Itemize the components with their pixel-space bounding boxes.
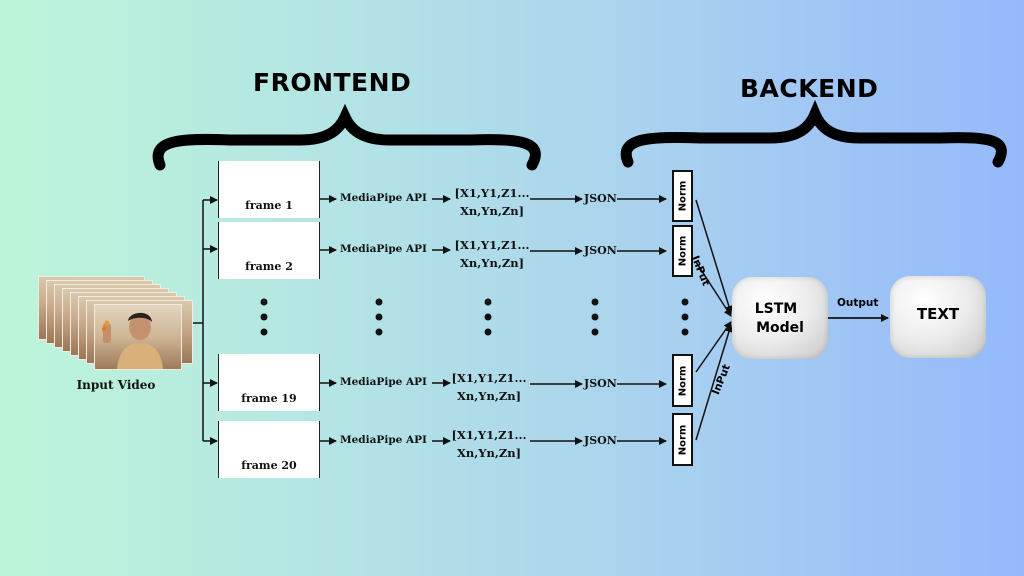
- norm-label: Norm: [677, 235, 688, 267]
- mediapipe-api-label: MediaPipe API: [340, 434, 427, 446]
- norm-box: Norm: [672, 354, 693, 407]
- person-image: [94, 304, 182, 370]
- mediapipe-api-label: MediaPipe API: [340, 376, 427, 388]
- norm-label: Norm: [677, 180, 688, 212]
- input-video-label: Input Video: [76, 378, 156, 392]
- landmark-coordinates: [X1,Y1,Z1... Xn,Yn,Zn]: [452, 236, 532, 272]
- backend-heading: BACKEND: [740, 74, 879, 103]
- norm-box: Norm: [672, 170, 693, 222]
- landmark-coordinates: [X1,Y1,Z1... Xn,Yn,Zn]: [449, 369, 529, 405]
- coordinates-line2: Xn,Yn,Zn]: [459, 204, 525, 218]
- coordinates-line1: [X1,Y1,Z1...: [451, 371, 527, 385]
- coordinates-line2: Xn,Yn,Zn]: [459, 256, 525, 270]
- frame-label: frame 2: [245, 260, 293, 273]
- frontend-brace: [152, 103, 541, 171]
- lstm-model-line1: LSTM: [754, 301, 798, 317]
- mediapipe-api-label: MediaPipe API: [340, 243, 427, 255]
- frame-label: frame 20: [241, 459, 297, 472]
- text-output-label: TEXT: [916, 305, 960, 323]
- coordinates-line1: [X1,Y1,Z1...: [451, 428, 527, 442]
- norm-label: Norm: [677, 365, 688, 396]
- frame-box: frame 1: [218, 161, 320, 218]
- text-output-box: TEXT: [890, 276, 986, 358]
- json-label: JSON: [584, 192, 617, 205]
- coordinates-line1: [X1,Y1,Z1...: [454, 186, 530, 200]
- backend-brace: [620, 99, 1007, 168]
- frontend-heading: FRONTEND: [253, 68, 412, 97]
- input-video-thumbnail: [38, 276, 193, 372]
- json-label: JSON: [584, 434, 617, 447]
- norm-label: Norm: [677, 424, 688, 455]
- mediapipe-api-label: MediaPipe API: [340, 192, 427, 204]
- frame-box: frame 20: [218, 421, 320, 478]
- frame-label: frame 1: [245, 199, 293, 212]
- norm-box: Norm: [672, 225, 693, 277]
- frame-box: frame 19: [218, 354, 320, 411]
- coordinates-line1: [X1,Y1,Z1...: [454, 238, 530, 252]
- norm-box: Norm: [672, 413, 693, 466]
- lstm-model-line2: Model: [756, 320, 804, 336]
- output-edge-label: Output: [837, 297, 879, 309]
- lstm-model-box: LSTM Model: [732, 277, 828, 359]
- json-label: JSON: [584, 244, 617, 257]
- landmark-coordinates: [X1,Y1,Z1... Xn,Yn,Zn]: [449, 426, 529, 462]
- json-label: JSON: [584, 377, 617, 390]
- coordinates-line2: Xn,Yn,Zn]: [456, 446, 522, 460]
- landmark-coordinates: [X1,Y1,Z1... Xn,Yn,Zn]: [452, 184, 532, 220]
- frame-label: frame 19: [241, 392, 297, 405]
- coordinates-line2: Xn,Yn,Zn]: [456, 389, 522, 403]
- frame-box: frame 2: [218, 222, 320, 279]
